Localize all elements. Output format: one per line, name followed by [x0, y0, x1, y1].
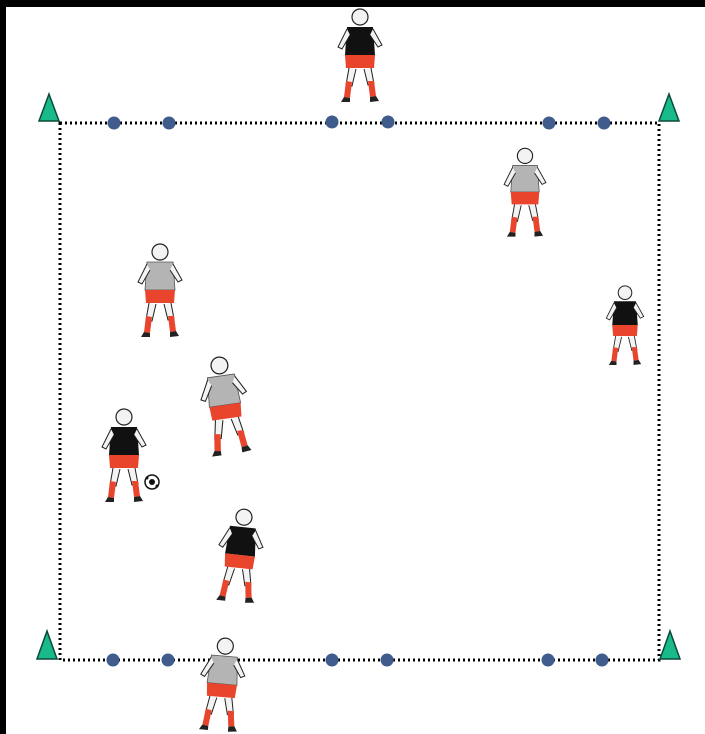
player-dark-outside-top — [338, 9, 382, 102]
marker-disc-icon — [163, 117, 176, 130]
marker-disc-icon — [543, 117, 556, 130]
player-dark — [606, 286, 643, 365]
marker-disc-icon — [326, 116, 339, 129]
player-light — [195, 354, 254, 457]
marker-disc-icon — [598, 117, 611, 130]
cone-icon — [39, 94, 59, 121]
marker-disc-icon — [542, 654, 555, 667]
corner-cones — [37, 94, 680, 659]
marker-disc-icon — [107, 654, 120, 667]
marker-disc-icon — [596, 654, 609, 667]
marker-disc-icon — [108, 117, 121, 130]
player-dark-with-ball — [102, 409, 146, 502]
marker-disc-icon — [326, 654, 339, 667]
marker-disc-icon — [162, 654, 175, 667]
marker-disc-icon — [382, 116, 395, 129]
player-light-outside-bottom — [196, 636, 248, 732]
player-light — [138, 244, 182, 337]
cone-icon — [660, 631, 680, 659]
cone-icon — [37, 631, 57, 659]
player-light — [504, 148, 546, 236]
soccer-ball-icon — [145, 475, 159, 489]
player-dark — [213, 507, 266, 604]
cone-icon — [659, 94, 679, 121]
pitch-boundary — [60, 123, 659, 660]
players — [102, 9, 644, 733]
marker-disc-icon — [381, 654, 394, 667]
